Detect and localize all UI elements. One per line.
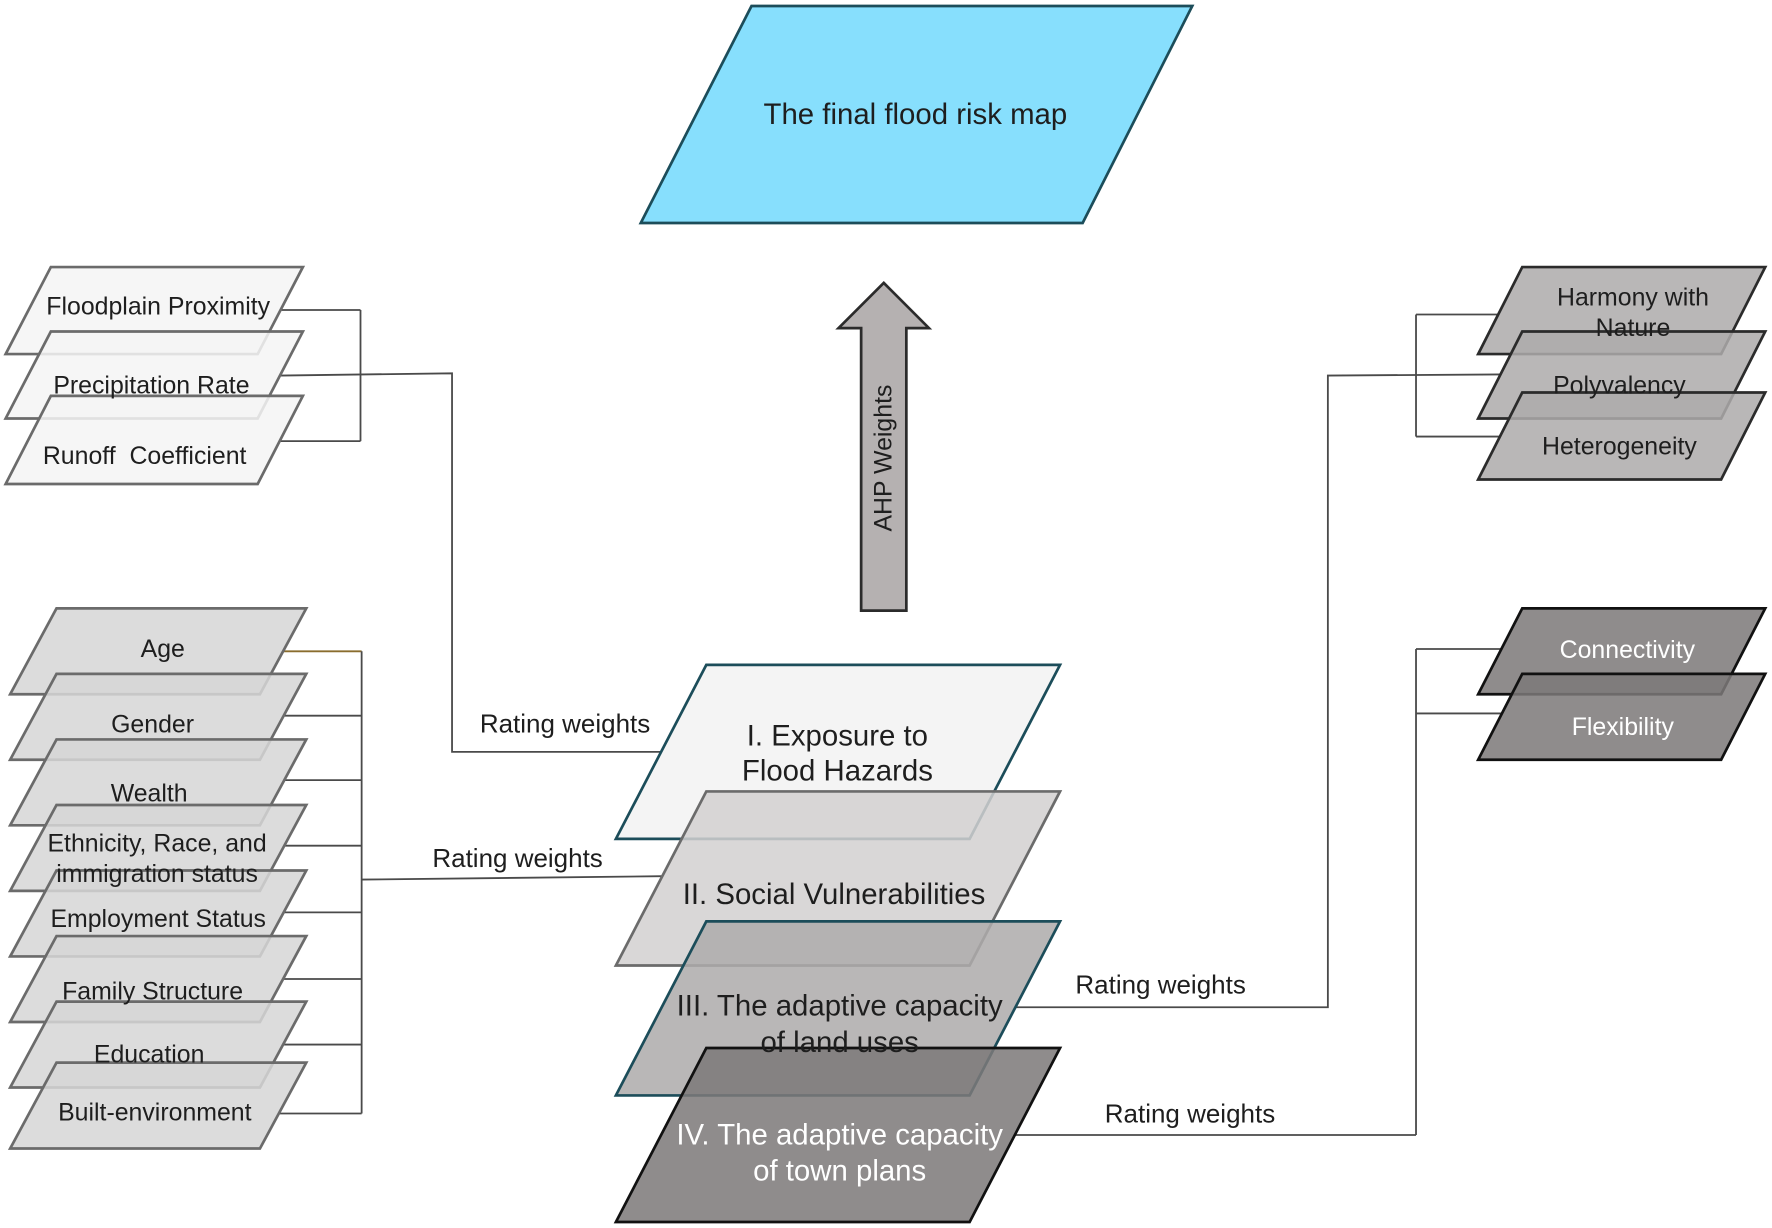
layer-land-use-capacity-label: of land uses	[760, 1026, 918, 1059]
land-use-factor-stack	[1475, 265, 1768, 481]
layer-land-use-capacity-label: III. The adaptive capacity	[677, 990, 1003, 1023]
social-factor-label: Wealth	[111, 780, 188, 808]
social-factor-label: Employment Status	[50, 905, 266, 933]
hazard-factor-label: Runoff Coefficient	[43, 442, 247, 470]
social-connectors	[279, 650, 663, 1115]
final-flood-risk-map-label: The final flood risk map	[764, 98, 1068, 131]
ahp-weights-arrow	[835, 280, 933, 612]
social-factor-label: immigration status	[56, 860, 258, 888]
ahp-weights-label: AHP Weights	[870, 385, 898, 532]
social-factor-label: Education	[94, 1041, 205, 1069]
social-factor-stack	[7, 606, 309, 1150]
hazard-factor-stack	[3, 265, 306, 486]
town-plan-factor-flexibility	[1475, 672, 1768, 762]
land-use-factor-label: Polyvalency	[1553, 372, 1686, 400]
layer-social-vulnerabilities-label: II. Social Vulnerabilities	[683, 878, 986, 911]
hazard-factor-label: Precipitation Rate	[53, 372, 249, 400]
town-plan-rating-weights-label: Rating weights	[1105, 1099, 1275, 1129]
town-plan-connectors	[1014, 648, 1502, 1136]
land-use-factor-label: Harmony with	[1557, 284, 1709, 312]
land-use-rating-weights-label: Rating weights	[1075, 970, 1245, 1000]
town-plan-factor-label: Connectivity	[1560, 636, 1696, 664]
social-factor-label: Built-environment	[58, 1098, 252, 1126]
hazard-connectors	[279, 309, 662, 753]
social-factor-labels: Age Gender Wealth Ethnicity, Race, and i…	[47, 635, 266, 1126]
land-use-factor-label: Nature	[1596, 314, 1671, 342]
land-use-factor-labels: Harmony with Nature Polyvalency Heteroge…	[1542, 284, 1709, 461]
hazard-factor-labels: Floodplain Proximity Precipitation Rate …	[43, 293, 271, 470]
layer-town-plan-capacity-label: IV. The adaptive capacity	[676, 1118, 1003, 1151]
social-factor-label: Ethnicity, Race, and	[47, 829, 266, 857]
social-factor-label: Age	[141, 635, 185, 663]
town-plan-factor-stack	[1475, 606, 1768, 762]
land-use-to-layer-link	[1014, 373, 1501, 1009]
land-use-factor-heterogeneity	[1475, 391, 1768, 481]
hazard-factor-runoff-coefficient	[3, 394, 306, 486]
hazard-to-exposure-link	[280, 372, 662, 753]
social-rating-weights-label: Rating weights	[432, 843, 602, 873]
layer-town-plan-capacity-label: of town plans	[753, 1155, 926, 1188]
hazard-rating-weights-label: Rating weights	[480, 709, 650, 739]
layer-exposure-label: I. Exposure to	[747, 720, 928, 753]
social-to-vulnerability-link	[361, 875, 663, 881]
land-use-factor-label: Heterogeneity	[1542, 433, 1697, 461]
town-plan-factor-label: Flexibility	[1572, 713, 1675, 741]
land-use-connectors	[1014, 313, 1501, 1009]
town-plan-factor-labels: Connectivity Flexibility	[1560, 636, 1696, 741]
hazard-factor-label: Floodplain Proximity	[46, 293, 270, 321]
final-flood-risk-map-box	[638, 4, 1195, 225]
layer-labels: I. Exposure to Flood Hazards II. Social …	[676, 720, 1003, 1188]
layer-stack	[613, 663, 1063, 1224]
social-factor-label: Family Structure	[62, 977, 243, 1005]
layer-town-plan-capacity	[613, 1046, 1063, 1224]
social-factor-built-environment	[7, 1061, 309, 1150]
social-factor-label: Gender	[111, 711, 194, 739]
layer-exposure-label: Flood Hazards	[742, 755, 933, 788]
